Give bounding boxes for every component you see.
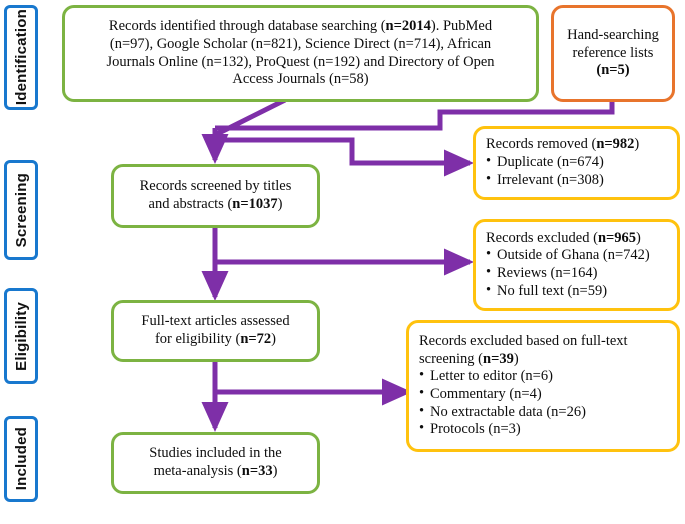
- records-excluded-fulltext-lead-2: screening (n=39): [419, 350, 519, 367]
- stage-tag-identification-label: Identification: [12, 9, 30, 106]
- records-identified-line-2: (n=97), Google Scholar (n=821), Science …: [109, 35, 492, 52]
- stage-tag-included-label: Included: [12, 427, 30, 491]
- records-excluded-screening-list: Outside of Ghana (n=742) Reviews (n=164)…: [486, 246, 667, 301]
- node-records-excluded-screening: Records excluded (n=965) Outside of Ghan…: [473, 219, 680, 311]
- node-records-excluded-fulltext: Records excluded based on full-text scre…: [406, 320, 680, 452]
- records-excluded-fulltext-list: Letter to editor (n=6) Commentary (n=4) …: [419, 367, 667, 439]
- list-item: No extractable data (n=26): [419, 403, 667, 422]
- list-item: Protocols (n=3): [419, 420, 667, 439]
- records-identified-line-3: Journals Online (n=132), ProQuest (n=192…: [106, 53, 495, 70]
- connector-trunk-to-removed: [215, 137, 475, 177]
- connector-handsearch-to-trunk: [215, 100, 615, 131]
- list-item: Irrelevant (n=308): [486, 171, 667, 190]
- list-item: No full text (n=59): [486, 282, 667, 301]
- records-identified-line-1: Records identified through database sear…: [108, 18, 493, 35]
- records-identified-line-4: Access Journals (n=58): [232, 71, 369, 88]
- list-item: Reviews (n=164): [486, 264, 667, 283]
- records-screened-line-1: Records screened by titles: [139, 178, 292, 195]
- records-excluded-fulltext-lead-1: Records excluded based on full-text: [419, 332, 628, 349]
- list-item: Duplicate (n=674): [486, 153, 667, 172]
- stage-tag-eligibility: Eligibility: [4, 288, 38, 384]
- records-removed-list: Duplicate (n=674) Irrelevant (n=308): [486, 153, 667, 190]
- connector-identification-to-trunk: [213, 97, 287, 138]
- node-hand-searching: Hand-searching reference lists (n=5): [551, 5, 675, 102]
- node-records-removed: Records removed (n=982) Duplicate (n=674…: [473, 126, 680, 200]
- list-item: Outside of Ghana (n=742): [486, 246, 667, 265]
- node-records-identified: Records identified through database sear…: [62, 5, 539, 102]
- records-excluded-screening-lead: Records excluded (n=965): [486, 229, 641, 246]
- stage-tag-screening-label: Screening: [12, 172, 30, 248]
- studies-included-line-1: Studies included in the: [149, 445, 282, 462]
- hand-searching-count: (n=5): [596, 62, 630, 79]
- stage-tag-eligibility-label: Eligibility: [12, 301, 30, 371]
- list-item: Letter to editor (n=6): [419, 367, 667, 386]
- list-item: Commentary (n=4): [419, 385, 667, 404]
- records-removed-lead: Records removed (n=982): [486, 136, 640, 153]
- stage-tag-identification: Identification: [4, 5, 38, 110]
- studies-included-line-2: meta-analysis (n=33): [153, 463, 278, 479]
- hand-searching-line-1: Hand-searching: [567, 26, 659, 43]
- node-records-screened: Records screened by titles and abstracts…: [111, 164, 320, 228]
- records-screened-line-2: and abstracts (n=1037): [148, 196, 283, 212]
- fulltext-assessed-line-2: for eligibility (n=72): [154, 331, 277, 347]
- stage-tag-included: Included: [4, 416, 38, 502]
- node-studies-included: Studies included in the meta-analysis (n…: [111, 432, 320, 494]
- hand-searching-line-2: reference lists: [572, 44, 654, 61]
- node-fulltext-assessed: Full-text articles assessed for eligibil…: [111, 300, 320, 362]
- stage-tag-screening: Screening: [4, 160, 38, 260]
- fulltext-assessed-line-1: Full-text articles assessed: [141, 313, 290, 330]
